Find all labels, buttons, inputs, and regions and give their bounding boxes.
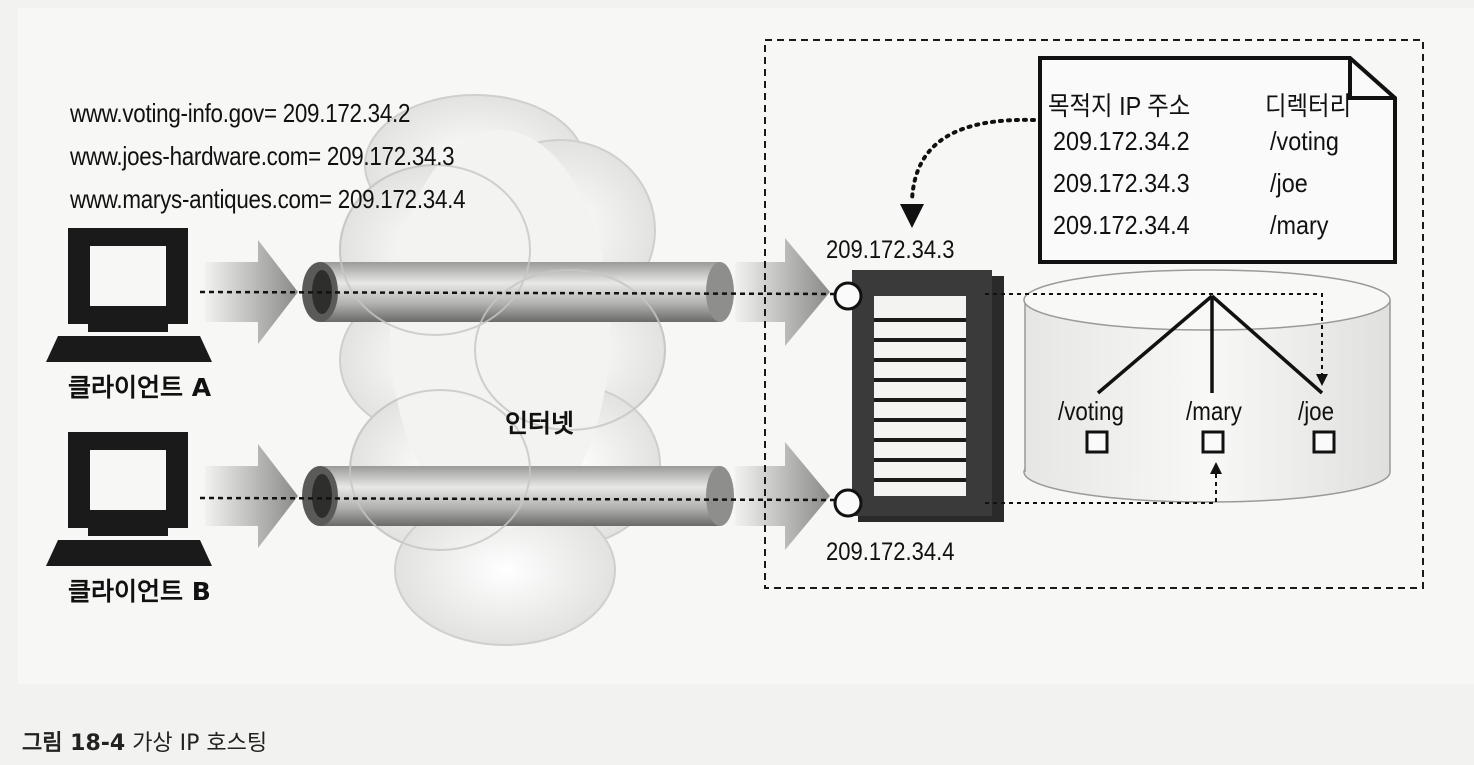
server-ip-top: 209.172.34.3 xyxy=(826,236,955,264)
server-port-bottom xyxy=(833,488,863,518)
client-a-label: 클라이언트 A xyxy=(68,373,212,402)
dns-entry-voting: www.voting-info.gov= 209.172.34.2 xyxy=(70,98,411,128)
web-server-boundary xyxy=(764,39,1424,589)
table-row-dir: /joe xyxy=(1270,168,1308,198)
pipe-bottom xyxy=(302,466,734,526)
figure-title: 가상 IP 호스팅 xyxy=(125,731,268,756)
lookup-arrow xyxy=(900,117,1036,228)
figure-caption: 그림 18-4 가상 IP 호스팅 xyxy=(22,725,267,757)
internet-label: 인터넷 xyxy=(505,409,575,438)
client-b-arrow xyxy=(205,444,298,548)
mary-folder-icon xyxy=(1201,430,1225,454)
client-b-label: 클라이언트 B xyxy=(68,577,211,606)
ip-directory-mapping-note xyxy=(1038,56,1397,264)
server-ip-bottom: 209.172.34.4 xyxy=(826,538,955,566)
dns-entry-joes-hardware: www.joes-hardware.com= 209.172.34.3 xyxy=(70,141,455,171)
route-top xyxy=(985,293,1328,386)
virtual-ip-hosting-diagram xyxy=(46,39,1424,646)
table-row-ip: 209.172.34.4 xyxy=(1053,210,1190,240)
server-port-top xyxy=(833,281,863,311)
table-row-dir: /voting xyxy=(1270,126,1339,156)
internet-cloud xyxy=(339,94,666,646)
route-bottom xyxy=(985,462,1222,504)
directory-label-voting: /voting xyxy=(1058,396,1124,426)
figure-number: 그림 18-4 xyxy=(22,731,126,756)
table-row-ip: 209.172.34.3 xyxy=(1053,168,1190,198)
client-b-computer xyxy=(46,432,212,566)
directory-tree xyxy=(1096,294,1324,395)
client-a-arrow xyxy=(205,240,298,344)
table-row-dir: /mary xyxy=(1270,210,1329,240)
figure-panel: www.voting-info.gov= 209.172.34.2 www.jo… xyxy=(18,8,1474,684)
joe-folder-icon xyxy=(1312,430,1336,454)
directory-label-mary: /mary xyxy=(1186,396,1242,426)
table-header-directory: 디렉터리 xyxy=(1265,91,1352,121)
server-arrow-bottom xyxy=(735,442,830,550)
document-root-disk xyxy=(1023,269,1391,503)
web-server xyxy=(852,270,1004,522)
directory-label-joe: /joe xyxy=(1298,396,1335,426)
voting-folder-icon xyxy=(1085,430,1109,454)
client-a-computer xyxy=(46,228,212,362)
table-row-ip: 209.172.34.2 xyxy=(1053,126,1190,156)
table-header-ip: 목적지 IP 주소 xyxy=(1048,91,1191,121)
server-arrow-top xyxy=(735,238,830,346)
dns-entry-marys-antiques: www.marys-antiques.com= 209.172.34.4 xyxy=(70,184,466,214)
